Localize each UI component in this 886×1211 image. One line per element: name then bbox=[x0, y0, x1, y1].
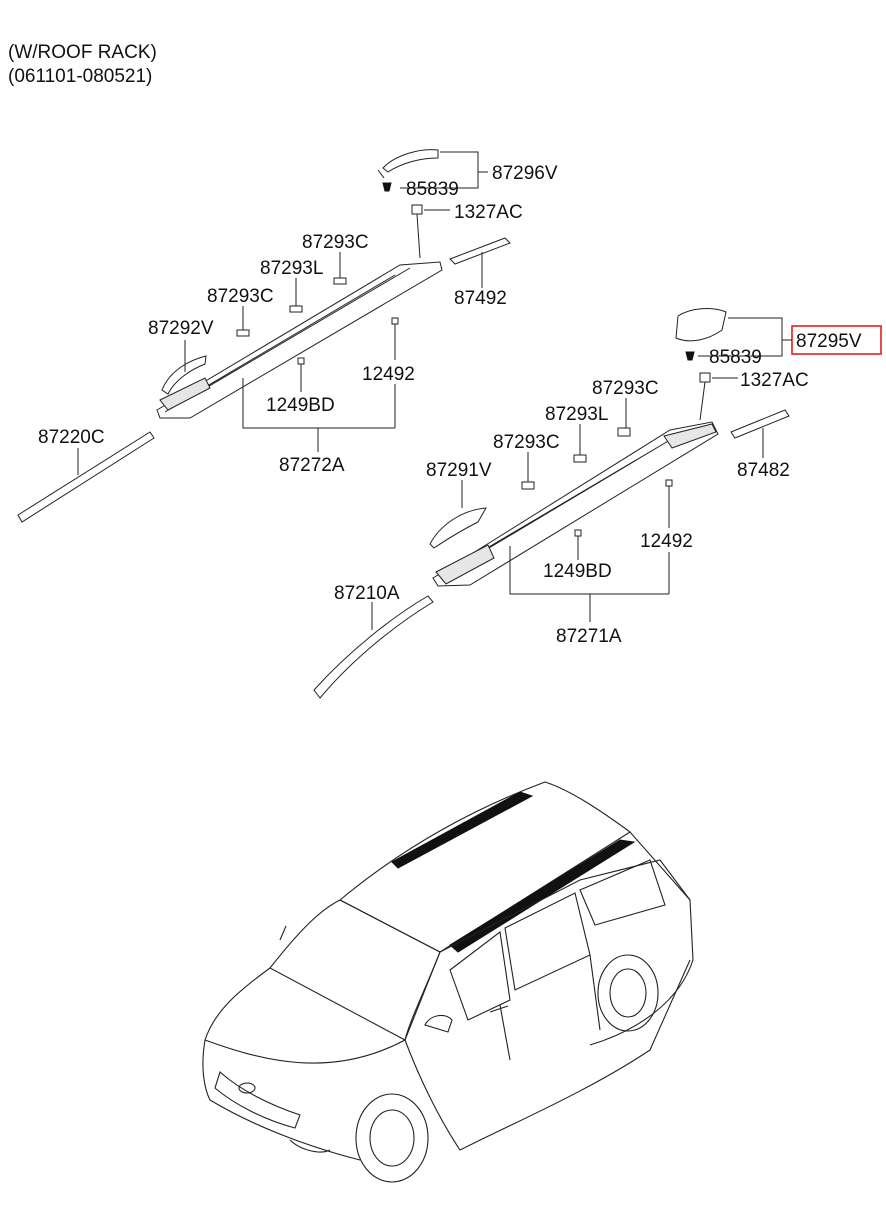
roof-rail-right bbox=[449, 839, 636, 953]
part-12492-bolt-top[interactable] bbox=[391, 317, 399, 336]
part-85839-clip-bot[interactable] bbox=[685, 351, 695, 361]
part-87272A-rail[interactable] bbox=[156, 261, 443, 419]
label-1249BD-bot: 1249BD bbox=[543, 561, 612, 582]
part-87295V-cover[interactable] bbox=[675, 308, 727, 342]
label-87482: 87482 bbox=[737, 460, 790, 481]
part-1249BD-bolt-top[interactable] bbox=[297, 357, 305, 378]
part-87293L-pad-top[interactable] bbox=[289, 305, 303, 313]
label-1327AC-top: 1327AC bbox=[454, 202, 523, 223]
label-85839-bot: 85839 bbox=[709, 347, 762, 368]
header-date-range: (061101-080521) bbox=[8, 66, 153, 87]
label-12492-bot: 12492 bbox=[640, 531, 693, 552]
part-1327AC-nut-top[interactable] bbox=[411, 204, 423, 215]
label-12492-top: 12492 bbox=[362, 364, 415, 385]
label-87293C-bot1: 87293C bbox=[592, 378, 659, 399]
label-87293C-top1: 87293C bbox=[302, 232, 369, 253]
part-87292V-cap[interactable] bbox=[161, 355, 207, 395]
label-87492: 87492 bbox=[454, 288, 507, 309]
part-87210A-moulding[interactable] bbox=[313, 595, 434, 699]
label-87293C-bot2: 87293C bbox=[493, 432, 560, 453]
vehicle-illustration bbox=[202, 781, 694, 1183]
label-87293L-top: 87293L bbox=[260, 258, 323, 279]
part-87492-strip[interactable] bbox=[449, 237, 511, 265]
header-vehicle-option: (W/ROOF RACK) bbox=[8, 42, 157, 63]
part-87291V-cap[interactable] bbox=[429, 507, 487, 549]
part-1327AC-nut-bot[interactable] bbox=[699, 372, 711, 383]
part-87293L-pad-bot[interactable] bbox=[573, 454, 587, 463]
label-87291V: 87291V bbox=[426, 460, 492, 481]
label-1249BD-top: 1249BD bbox=[266, 395, 335, 416]
part-87293C-pad-top2[interactable] bbox=[236, 329, 250, 337]
part-12492-bolt-bot[interactable] bbox=[665, 479, 673, 498]
part-1249BD-bolt-bot[interactable] bbox=[574, 529, 582, 550]
label-87293L-bot: 87293L bbox=[545, 404, 608, 425]
part-85839-clip-top[interactable] bbox=[382, 182, 392, 192]
part-87271A-rail[interactable] bbox=[432, 421, 719, 587]
label-87295V[interactable]: 87295V bbox=[796, 331, 862, 352]
top-assembly: 87296V 85839 1327AC 87293C 87492 87293L … bbox=[17, 149, 558, 523]
label-87292V: 87292V bbox=[148, 318, 214, 339]
part-87296V-cover[interactable] bbox=[382, 149, 439, 173]
part-87293C-pad-bot2[interactable] bbox=[521, 481, 535, 490]
roof-rail-left bbox=[391, 791, 534, 869]
label-87272A: 87272A bbox=[279, 455, 345, 476]
label-87210A: 87210A bbox=[334, 583, 400, 604]
label-87220C: 87220C bbox=[38, 427, 105, 448]
part-87482-strip[interactable] bbox=[730, 409, 790, 439]
part-87293C-pad-bot1[interactable] bbox=[617, 427, 631, 437]
label-87296V: 87296V bbox=[492, 163, 558, 184]
part-87293C-pad-top1[interactable] bbox=[333, 277, 347, 285]
label-85839-top: 85839 bbox=[406, 179, 459, 200]
label-87271A: 87271A bbox=[556, 626, 622, 647]
label-1327AC-bot: 1327AC bbox=[740, 370, 809, 391]
bottom-assembly: 87295V 85839 1327AC 87293C 87293L 87482 … bbox=[313, 308, 882, 699]
label-87293C-top2: 87293C bbox=[207, 286, 274, 307]
part-87220C-moulding[interactable] bbox=[17, 431, 155, 523]
